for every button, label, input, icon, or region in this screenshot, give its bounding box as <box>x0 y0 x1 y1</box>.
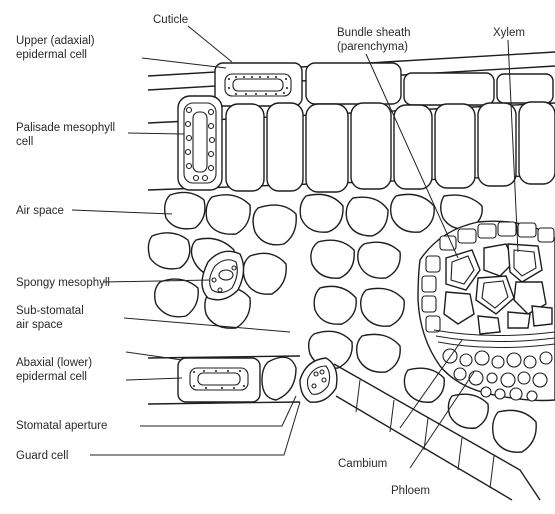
label-upper-epidermal-line1: Upper (adaxial) <box>16 35 95 47</box>
label-palisade-line2: cell <box>16 136 33 148</box>
label-upper-epidermal-line2: epidermal cell <box>16 49 87 61</box>
label-guard-cell: Guard cell <box>16 450 68 462</box>
label-xylem: Xylem <box>493 27 525 39</box>
label-cambium: Cambium <box>338 458 387 470</box>
palisade-layer <box>148 96 555 192</box>
label-substomatal-line1: Sub-stomatal <box>16 305 84 317</box>
label-cuticle: Cuticle <box>153 14 188 26</box>
label-substomatal-line2: air space <box>16 319 63 331</box>
label-palisade-line1: Palisade mesophyll <box>16 122 115 134</box>
label-abaxial-line1: Abaxial (lower) <box>16 357 92 369</box>
label-bundle-sheath-line1: Bundle sheath <box>337 27 411 39</box>
label-stomatal-aperture: Stomatal aperture <box>16 420 107 432</box>
label-phloem: Phloem <box>391 485 430 497</box>
label-bundle-sheath-line2: (parenchyma) <box>337 41 408 53</box>
label-air-space: Air space <box>16 205 64 217</box>
label-spongy-mesophyll: Spongy mesophyll <box>16 277 110 289</box>
label-abaxial-line2: epidermal cell <box>16 371 87 383</box>
